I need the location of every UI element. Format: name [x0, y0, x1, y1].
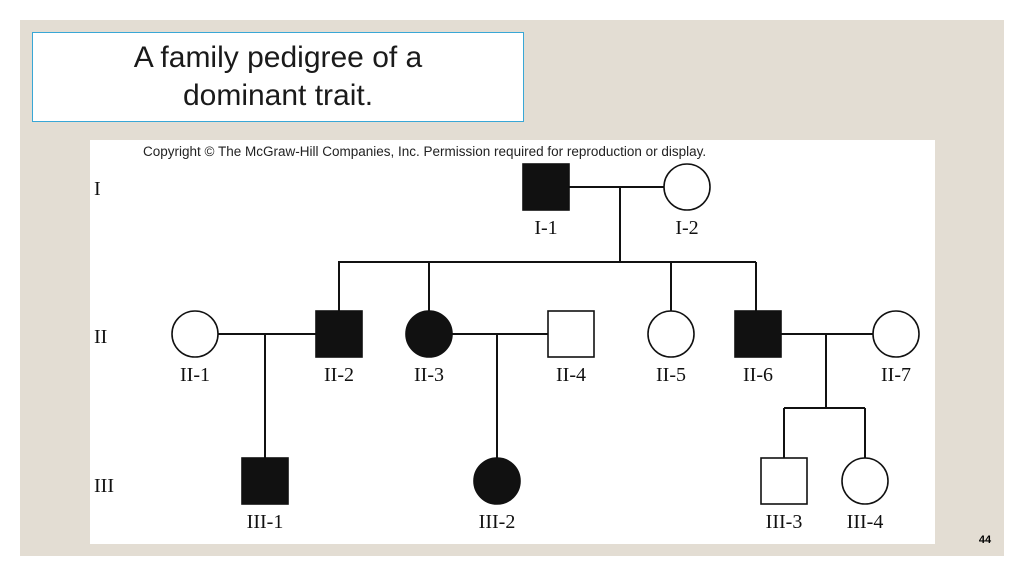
- affected-male-square: [734, 310, 782, 358]
- unaffected-male-square: [547, 310, 595, 358]
- pedigree-diagram: Copyright © The McGraw-Hill Companies, I…: [94, 144, 920, 533]
- title-box: A family pedigree of a dominant trait.: [32, 32, 524, 122]
- unaffected-female-circle: [647, 310, 695, 358]
- individual-label: III-4: [847, 511, 884, 533]
- affected-male-square: [241, 457, 289, 505]
- individual-III-3: III-3: [760, 457, 808, 533]
- individual-II-2: II-2: [315, 310, 363, 386]
- individual-III-4: III-4: [841, 457, 889, 533]
- affected-female-circle: [405, 310, 453, 358]
- affected-male-square: [522, 163, 570, 211]
- copyright-notice: Copyright © The McGraw-Hill Companies, I…: [143, 144, 706, 159]
- individual-II-6: II-6: [734, 310, 782, 386]
- individual-label: I-2: [675, 217, 698, 239]
- individual-label: II-4: [556, 364, 586, 386]
- affected-male-square: [315, 310, 363, 358]
- individual-III-2: III-2: [473, 457, 521, 533]
- pedigree-lines: [218, 186, 873, 458]
- individual-label: II-6: [743, 364, 773, 386]
- individual-label: II-7: [881, 364, 911, 386]
- affected-female-circle: [473, 457, 521, 505]
- individual-label: III-3: [766, 511, 803, 533]
- unaffected-female-circle: [872, 310, 920, 358]
- individual-label: III-1: [247, 511, 284, 533]
- individual-label: II-5: [656, 364, 686, 386]
- pedigree-figure: Copyright © The McGraw-Hill Companies, I…: [90, 140, 935, 544]
- individual-label: I-1: [534, 217, 557, 239]
- slide-title: A family pedigree of a dominant trait.: [133, 41, 423, 112]
- individual-label: II-1: [180, 364, 210, 386]
- individual-label: III-2: [479, 511, 516, 533]
- individual-II-4: II-4: [547, 310, 595, 386]
- generation-label-II: II: [94, 326, 107, 348]
- generation-label-I: I: [94, 178, 101, 200]
- individual-II-1: II-1: [171, 310, 219, 386]
- generation-label-III: III: [94, 475, 114, 497]
- individual-I-1: I-1: [522, 163, 570, 239]
- individual-label: II-2: [324, 364, 354, 386]
- unaffected-female-circle: [663, 163, 711, 211]
- individual-III-1: III-1: [241, 457, 289, 533]
- individual-I-2: I-2: [663, 163, 711, 239]
- individual-II-7: II-7: [872, 310, 920, 386]
- unaffected-male-square: [760, 457, 808, 505]
- unaffected-female-circle: [841, 457, 889, 505]
- page-number: 44: [978, 534, 992, 546]
- unaffected-female-circle: [171, 310, 219, 358]
- individual-label: II-3: [414, 364, 444, 386]
- individual-II-3: II-3: [405, 310, 453, 386]
- individual-II-5: II-5: [647, 310, 695, 386]
